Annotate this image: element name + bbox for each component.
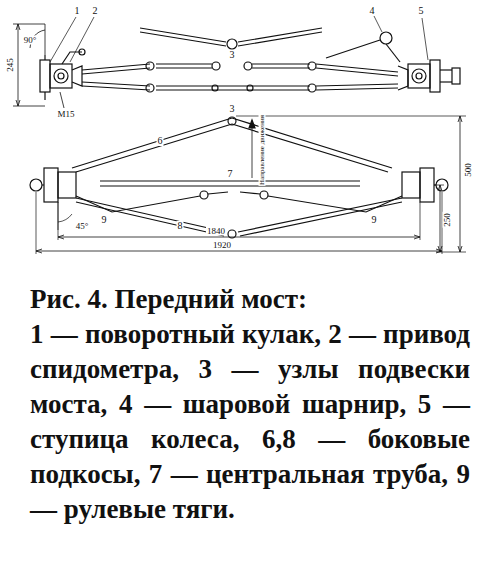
callout-number: 8 <box>177 221 184 231</box>
caption-text: 1 — поворотный кулак, 2 — привод спидоме… <box>30 317 470 527</box>
dimension-label: Направление движения <box>259 114 266 186</box>
callout-number: 90° <box>23 36 38 45</box>
callout-number: 4 <box>369 6 376 16</box>
figure-caption: Рис. 4. Передний мост:1 — поворотный кул… <box>30 282 470 527</box>
callout-number: 45° <box>75 222 90 231</box>
callout-number: 1920 <box>212 241 232 250</box>
callout-number: 5 <box>418 6 425 16</box>
callout-number: М15 <box>56 110 75 119</box>
axle-drawing <box>0 0 479 280</box>
figure-title: Рис. 4. Передний мост: <box>30 282 470 317</box>
dimension-label: 245 <box>6 57 15 73</box>
callout-number: 1840 <box>206 227 226 236</box>
callout-number: 7 <box>227 169 234 179</box>
callout-number: 3 <box>229 104 236 114</box>
callout-number: 9 <box>371 215 378 225</box>
callout-number: 2 <box>92 6 99 16</box>
callout-number: 9 <box>101 215 108 225</box>
callout-number: 3 <box>229 50 236 60</box>
callout-number: 6 <box>157 136 164 146</box>
callout-number: 1 <box>74 6 81 16</box>
dimension-label: 500 <box>464 162 473 178</box>
dimension-label: 250 <box>443 212 452 228</box>
